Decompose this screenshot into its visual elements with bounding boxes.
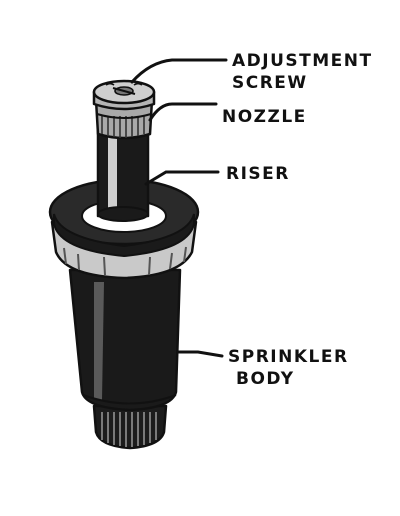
- riser: [96, 128, 150, 222]
- label-sprinkler: SPRINKLER: [228, 347, 349, 367]
- label-nozzle: NOZZLE: [222, 107, 307, 127]
- leader-sprinkler-body: [176, 350, 224, 358]
- labels: ADJUSTMENT SCREW NOZZLE RISER SPRINKLER …: [222, 51, 373, 389]
- label-riser: RISER: [226, 164, 290, 184]
- sprinkler-illustration: [48, 79, 200, 450]
- leader-adjustment-screw: [130, 58, 228, 84]
- leader-lines: [130, 58, 228, 358]
- bottom-fitting: [92, 404, 168, 450]
- nozzle: [94, 98, 154, 140]
- label-adjustment: ADJUSTMENT: [232, 51, 373, 71]
- label-body: BODY: [236, 369, 295, 389]
- leader-nozzle: [148, 102, 218, 122]
- leader-riser: [144, 170, 220, 186]
- label-screw: SCREW: [232, 73, 308, 93]
- sprinkler-body: [68, 268, 182, 412]
- adjustment-screw: [92, 79, 156, 111]
